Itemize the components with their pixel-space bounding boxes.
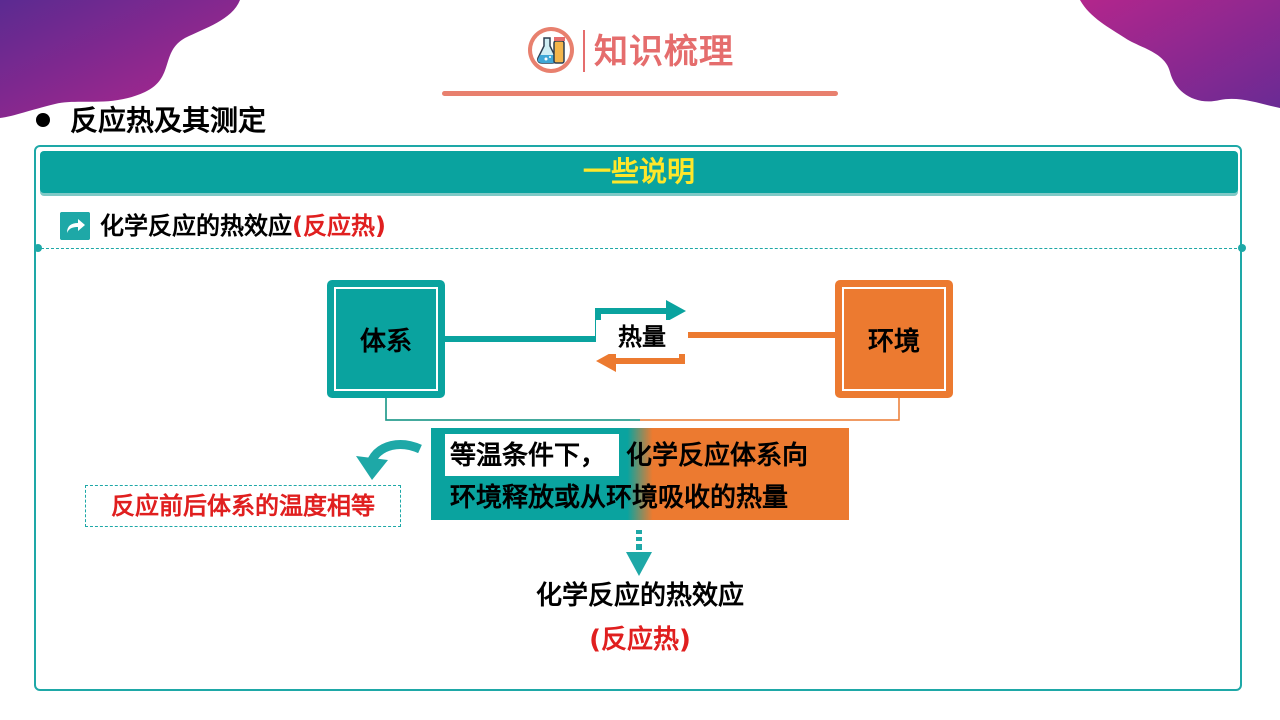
environment-box: 环境 bbox=[835, 280, 953, 398]
result-subtitle: (反应热) bbox=[589, 625, 691, 655]
definition-line2: 环境释放或从环境吸收的热量 bbox=[450, 483, 789, 513]
panel-header-title: 一些说明 bbox=[582, 155, 695, 188]
header-divider bbox=[583, 30, 585, 72]
page-title: 知识梳理 bbox=[594, 32, 734, 72]
result-title: 化学反应的热效应 bbox=[535, 581, 744, 611]
divider-dot-right bbox=[1238, 244, 1246, 252]
sub-heading-text: 化学反应的热效应 bbox=[100, 212, 292, 240]
sub-heading: 化学反应的热效应(反应热) bbox=[100, 208, 386, 244]
panel-header: 一些说明 bbox=[40, 151, 1238, 193]
divider-dot-left bbox=[34, 244, 42, 252]
bullet-icon bbox=[36, 113, 50, 127]
corner-decoration-right bbox=[1080, 0, 1280, 108]
definition-condition: 等温条件下， bbox=[450, 441, 607, 471]
title-underline bbox=[442, 91, 838, 96]
system-label: 体系 bbox=[334, 287, 438, 391]
dashed-divider bbox=[36, 248, 1242, 249]
temperature-note: 反应前后体系的温度相等 bbox=[85, 485, 401, 527]
system-box: 体系 bbox=[327, 280, 445, 398]
share-arrow-icon bbox=[60, 212, 90, 240]
sub-heading-highlight: (反应热) bbox=[292, 212, 386, 240]
heat-label: 热量 bbox=[596, 320, 688, 354]
corner-decoration-left bbox=[0, 0, 240, 118]
definition-highlight bbox=[445, 434, 619, 476]
content-panel bbox=[34, 145, 1242, 691]
environment-label: 环境 bbox=[842, 287, 946, 391]
section-title: 反应热及其测定 bbox=[70, 104, 267, 137]
definition-line1: 化学反应体系向 bbox=[626, 441, 809, 471]
chemistry-flask-icon bbox=[528, 27, 574, 73]
